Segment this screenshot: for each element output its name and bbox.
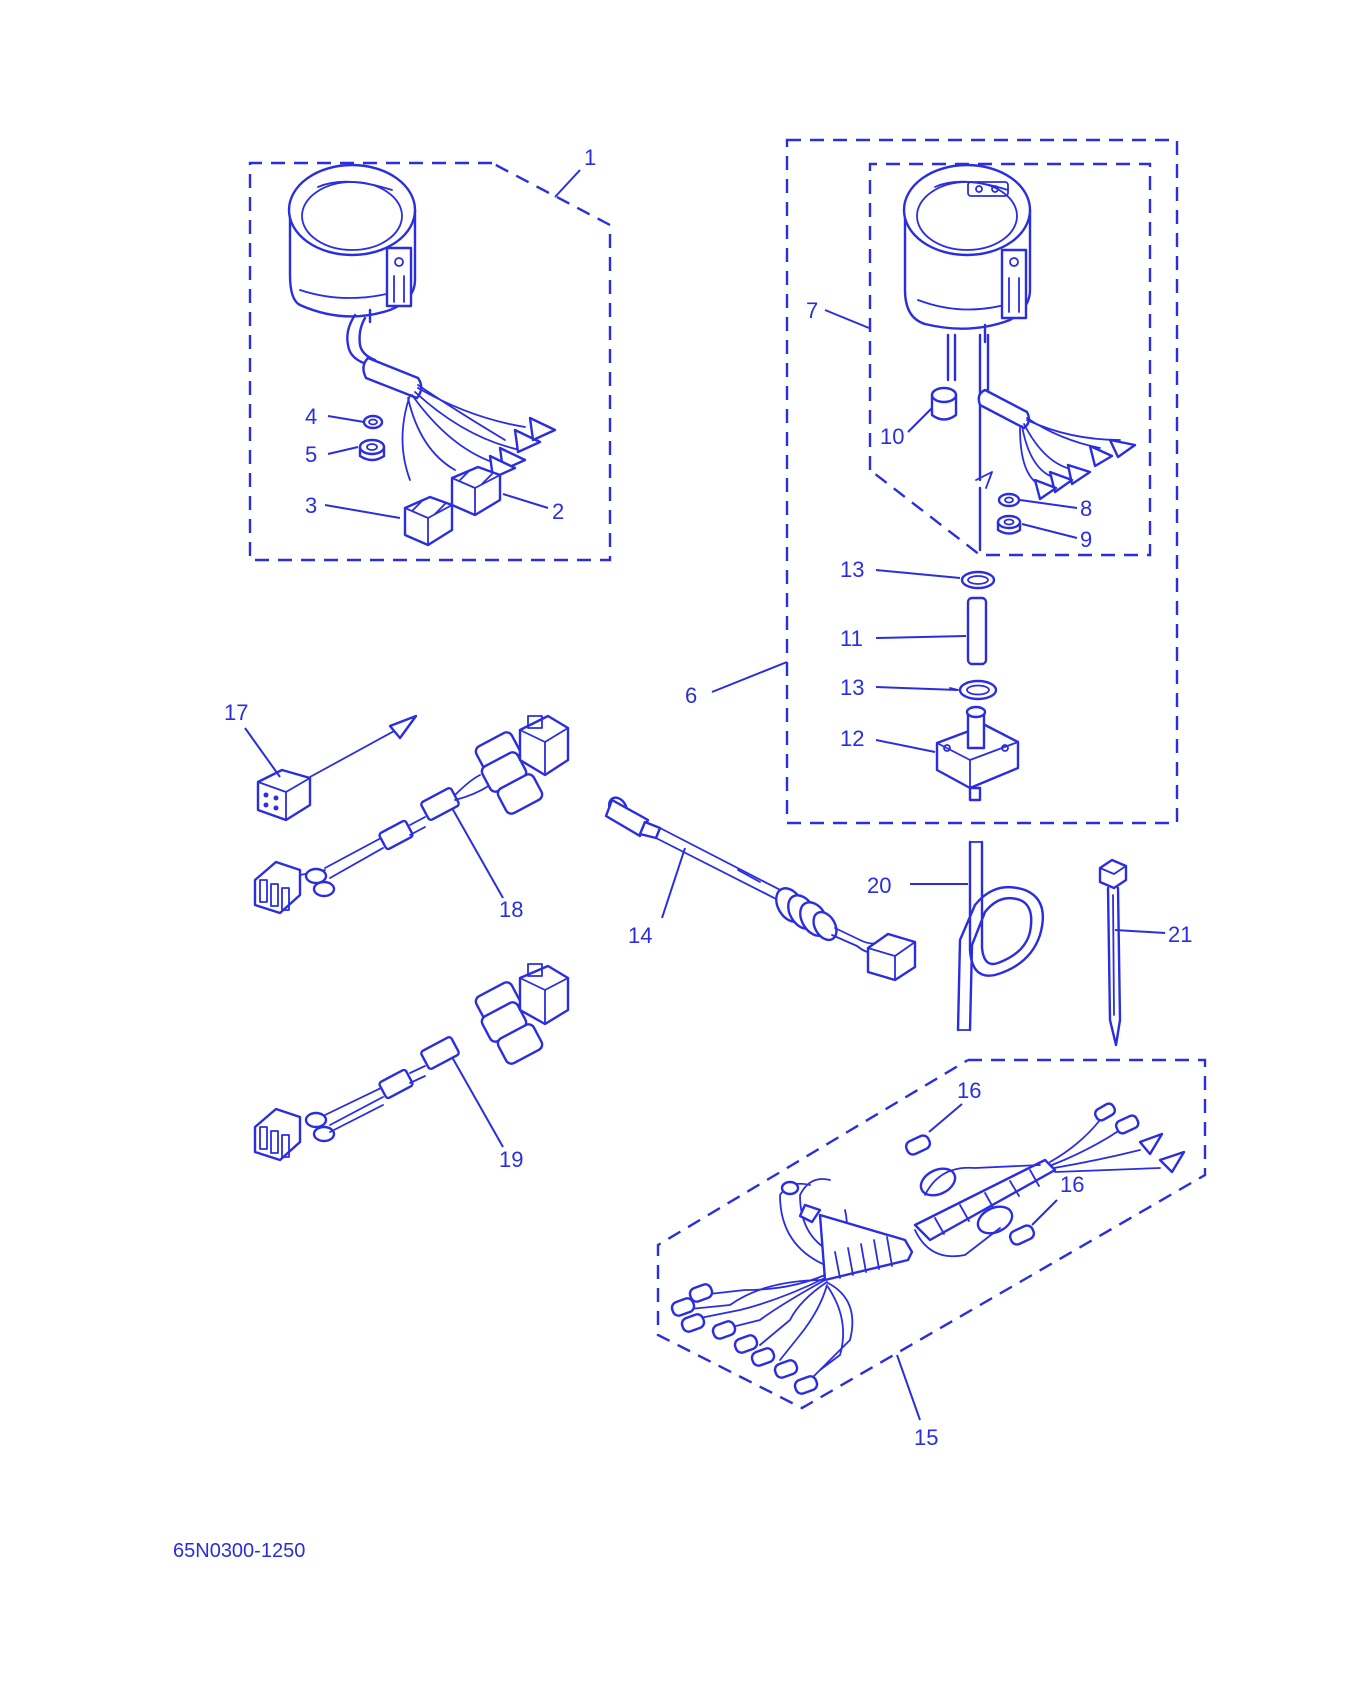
callout-8: 8 bbox=[1080, 496, 1092, 521]
leader-lines bbox=[244, 169, 1166, 1421]
callout-2: 2 bbox=[552, 499, 564, 524]
kit-15-box bbox=[656, 1058, 1207, 1410]
callout-11: 11 bbox=[840, 626, 863, 651]
callout-12: 12 bbox=[840, 726, 864, 751]
callout-17: 17 bbox=[224, 700, 248, 725]
part-20-hose bbox=[956, 840, 1045, 1032]
callout-5: 5 bbox=[305, 442, 317, 467]
callout-13-lower: 13 bbox=[840, 675, 864, 700]
callout-20: 20 bbox=[867, 873, 891, 898]
kit-7-box bbox=[868, 162, 1152, 557]
callout-1: 1 bbox=[584, 145, 596, 170]
part-3-connector bbox=[403, 495, 454, 547]
callout-10: 10 bbox=[880, 424, 904, 449]
callout-15: 15 bbox=[914, 1425, 938, 1450]
callout-14: 14 bbox=[628, 923, 652, 948]
callout-4: 4 bbox=[305, 404, 317, 429]
part-15-harness bbox=[670, 1102, 1186, 1395]
callout-21: 21 bbox=[1168, 922, 1192, 947]
part-14-lead bbox=[604, 796, 917, 982]
part-4-washer bbox=[362, 414, 384, 430]
part-10-cap bbox=[930, 386, 958, 421]
part-13-clamp-lower bbox=[949, 679, 998, 701]
part-12-sensor bbox=[935, 705, 1020, 802]
part-1-gauge bbox=[287, 163, 557, 481]
part-2-connector bbox=[450, 465, 502, 517]
callout-9: 9 bbox=[1080, 527, 1092, 552]
callout-19: 19 bbox=[499, 1147, 523, 1172]
part-5-nut bbox=[358, 438, 386, 462]
callout-3: 3 bbox=[305, 493, 317, 518]
part-7-gauge bbox=[902, 163, 1137, 552]
part-21-cable-tie bbox=[1098, 858, 1128, 1047]
callout-13-upper: 13 bbox=[840, 557, 864, 582]
kit-1-box bbox=[248, 161, 612, 562]
callout-6: 6 bbox=[685, 683, 697, 708]
part-13-clamp-upper bbox=[960, 570, 996, 590]
part-16-terminal-upper bbox=[904, 1134, 932, 1156]
part-8-washer bbox=[997, 492, 1021, 508]
part-18-harness bbox=[253, 714, 570, 915]
diagram-code: 65N0300-1250 bbox=[173, 1540, 305, 1562]
part-19-harness bbox=[253, 963, 570, 1162]
callout-16-lower: 16 bbox=[1060, 1172, 1084, 1197]
part-9-nut bbox=[996, 514, 1022, 535]
callout-labels: 1 2 3 4 5 6 7 8 9 10 11 12 13 13 14 15 1… bbox=[224, 145, 1192, 1450]
part-16-terminal-lower bbox=[1008, 1224, 1036, 1246]
part-11-tube bbox=[966, 596, 988, 666]
callout-16-upper: 16 bbox=[957, 1078, 981, 1103]
kit-6-box bbox=[785, 138, 1179, 825]
part-17-coupler bbox=[256, 714, 418, 822]
callout-7: 7 bbox=[806, 298, 818, 323]
callout-18: 18 bbox=[499, 897, 523, 922]
